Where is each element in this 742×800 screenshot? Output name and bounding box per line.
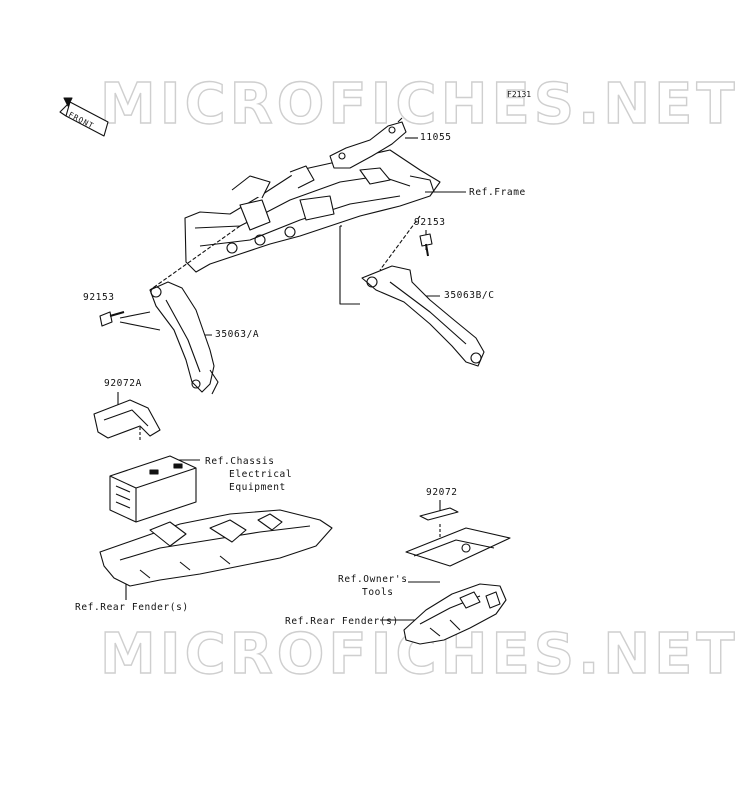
label-ref-rear-fender-right: Ref.Rear Fender(s) <box>285 616 399 627</box>
footrest-bracket-35063a-part <box>149 281 219 395</box>
figure-code: F2131 <box>507 90 532 99</box>
bracket-11055-part <box>329 117 407 169</box>
label-92153-right: 92153 <box>414 217 446 228</box>
battery-cover-92072a-part <box>93 399 161 439</box>
battery-part <box>109 455 197 523</box>
label-ref-owners-tools: Ref.Owner's <box>338 574 408 585</box>
rear-fender-right-part <box>403 583 507 645</box>
bolt-92153-left-part <box>99 311 125 327</box>
rear-frame-part <box>184 149 441 273</box>
owners-tools-part <box>405 527 511 567</box>
bolt-92153-right-part <box>419 233 433 257</box>
rear-fender-left-part <box>99 509 333 587</box>
footrest-bracket-35063bc-part <box>361 265 485 367</box>
label-ref-chassis-electrical: Electrical <box>229 469 293 480</box>
front-arrow-icon <box>59 97 109 137</box>
label-ref-chassis: Ref.Chassis <box>205 456 275 467</box>
label-92072a: 92072A <box>104 378 142 389</box>
label-92072: 92072 <box>426 487 458 498</box>
label-35063a: 35063/A <box>215 329 260 340</box>
label-11055: 11055 <box>420 132 452 143</box>
label-92153-left: 92153 <box>83 292 115 303</box>
label-ref-rear-fender-left: Ref.Rear Fender(s) <box>75 602 189 613</box>
label-ref-chassis-equipment: Equipment <box>229 482 286 493</box>
label-35063bc: 35063B/C <box>444 290 495 301</box>
label-ref-owners-tools-2: Tools <box>362 587 394 598</box>
watermark-top: MICROFICHES.NET <box>99 71 739 137</box>
strap-92072-part <box>419 507 459 521</box>
label-ref-frame: Ref.Frame <box>469 187 526 198</box>
